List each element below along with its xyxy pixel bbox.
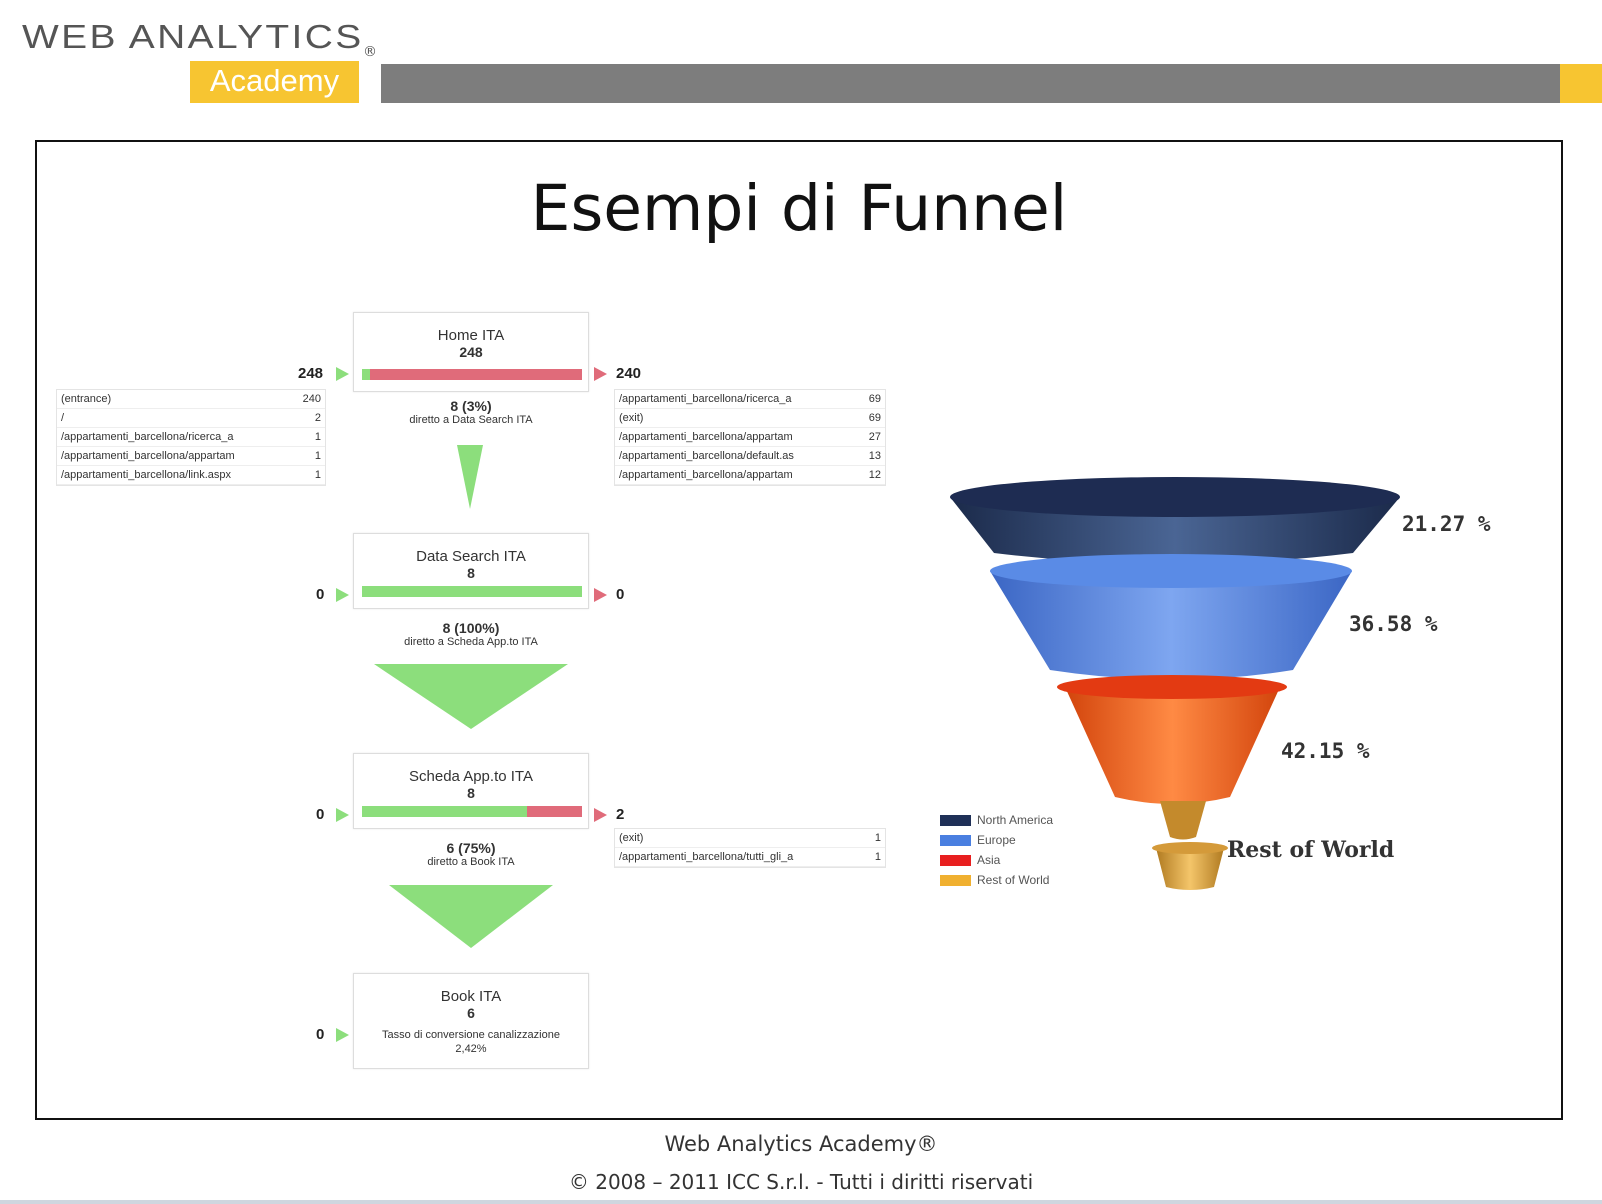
footer-brand: Web Analytics Academy® bbox=[664, 1132, 938, 1156]
legend-item: Rest of World bbox=[940, 870, 1053, 890]
funnel-step-book: Book ITA 6 Tasso di conversione canalizz… bbox=[353, 973, 589, 1069]
funnel-step-scheda: Scheda App.to ITA 8 bbox=[353, 753, 589, 829]
table-row: (exit)1 bbox=[615, 829, 885, 848]
step-name: Home ITA bbox=[437, 327, 505, 344]
step-conversion: 8 (100%) diretto a Scheda App.to ITA bbox=[404, 620, 538, 648]
bottom-divider bbox=[0, 1200, 1602, 1204]
out-arrow-icon bbox=[594, 588, 607, 602]
exits-table-scheda: (exit)1 /appartamenti_barcellona/tutti_g… bbox=[614, 828, 886, 868]
step-name: Data Search ITA bbox=[416, 548, 526, 565]
legend-swatch bbox=[940, 854, 971, 866]
funnel-step-data-search: Data Search ITA 8 bbox=[353, 533, 589, 609]
legend-swatch bbox=[940, 814, 971, 826]
header-bar-accent bbox=[1560, 64, 1602, 103]
header-bar bbox=[381, 64, 1560, 103]
step-in-count: 248 bbox=[298, 365, 324, 382]
entrances-table: (entrance)240 /2 /appartamenti_barcellon… bbox=[56, 389, 326, 486]
step-exit-bar bbox=[362, 369, 582, 380]
funnel-legend: North America Europe Asia Rest of World bbox=[940, 810, 1053, 890]
step-progress-bar bbox=[362, 369, 370, 380]
funnel-step-home: Home ITA 248 bbox=[353, 312, 589, 392]
funnel-layer-3 bbox=[1057, 675, 1287, 804]
legend-item: Asia bbox=[940, 850, 1053, 870]
step-value: 8 bbox=[467, 785, 475, 801]
funnel-layer-label: 21.27 % bbox=[1402, 512, 1491, 536]
step-conversion: 8 (3%) diretto a Data Search ITA bbox=[409, 398, 533, 426]
step-value: 6 bbox=[467, 1005, 475, 1021]
funnel-flow-arrow-icon bbox=[374, 664, 568, 729]
conversion-rate-label: Tasso di conversione canalizzazione bbox=[382, 1029, 560, 1041]
funnel-layer-label: Rest of World bbox=[1227, 837, 1395, 863]
step-name: Scheda App.to ITA bbox=[409, 768, 533, 785]
conversion-rate-value: 2,42% bbox=[455, 1043, 487, 1055]
funnel-layer-label: 42.15 % bbox=[1281, 739, 1370, 763]
funnel-layer-2 bbox=[990, 554, 1352, 680]
funnel-layer-4 bbox=[1160, 801, 1206, 840]
step-name: Book ITA bbox=[440, 988, 502, 1005]
step-progress-bar bbox=[362, 806, 527, 817]
funnel-layer-label: 36.58 % bbox=[1349, 612, 1438, 636]
in-arrow-icon bbox=[336, 367, 349, 381]
out-arrow-icon bbox=[594, 808, 607, 822]
step-value: 8 bbox=[467, 565, 475, 581]
step-out-count: 240 bbox=[616, 365, 642, 382]
out-arrow-icon bbox=[594, 367, 607, 381]
logo-academy-badge: Academy bbox=[190, 61, 359, 103]
registered-mark: ® bbox=[363, 44, 377, 60]
in-arrow-icon bbox=[336, 1028, 349, 1042]
logo-text: WEB ANALYTICS bbox=[22, 18, 364, 55]
step-progress-bar bbox=[362, 586, 582, 597]
step-in-count: 0 bbox=[316, 586, 325, 603]
step-in-count: 0 bbox=[316, 806, 325, 823]
legend-item: Europe bbox=[940, 830, 1053, 850]
slide-title: Esempi di Funnel bbox=[530, 172, 1068, 245]
in-arrow-icon bbox=[336, 808, 349, 822]
table-row: /2 bbox=[57, 409, 325, 428]
step-out-count: 0 bbox=[616, 586, 625, 603]
step-value: 248 bbox=[459, 344, 483, 360]
rest-of-world-bucket bbox=[1152, 842, 1228, 890]
funnel-flow-arrow-icon bbox=[389, 885, 553, 948]
step-in-count: 0 bbox=[316, 1026, 325, 1043]
table-row: (exit)69 bbox=[615, 409, 885, 428]
funnel-flow-arrow-icon bbox=[457, 445, 483, 509]
funnel-3d-graphic bbox=[950, 477, 1400, 890]
slide-frame bbox=[35, 140, 1563, 1120]
legend-swatch bbox=[940, 874, 971, 886]
in-arrow-icon bbox=[336, 588, 349, 602]
funnel-layer-1 bbox=[950, 477, 1400, 564]
step-out-count: 2 bbox=[616, 806, 625, 823]
legend-swatch bbox=[940, 834, 971, 846]
table-row: (entrance)240 bbox=[57, 390, 325, 409]
legend-item: North America bbox=[940, 810, 1053, 830]
step-conversion: 6 (75%) diretto a Book ITA bbox=[427, 840, 515, 868]
footer-copyright: © 2008 – 2011 ICC S.r.l. - Tutti i dirit… bbox=[568, 1170, 1034, 1194]
